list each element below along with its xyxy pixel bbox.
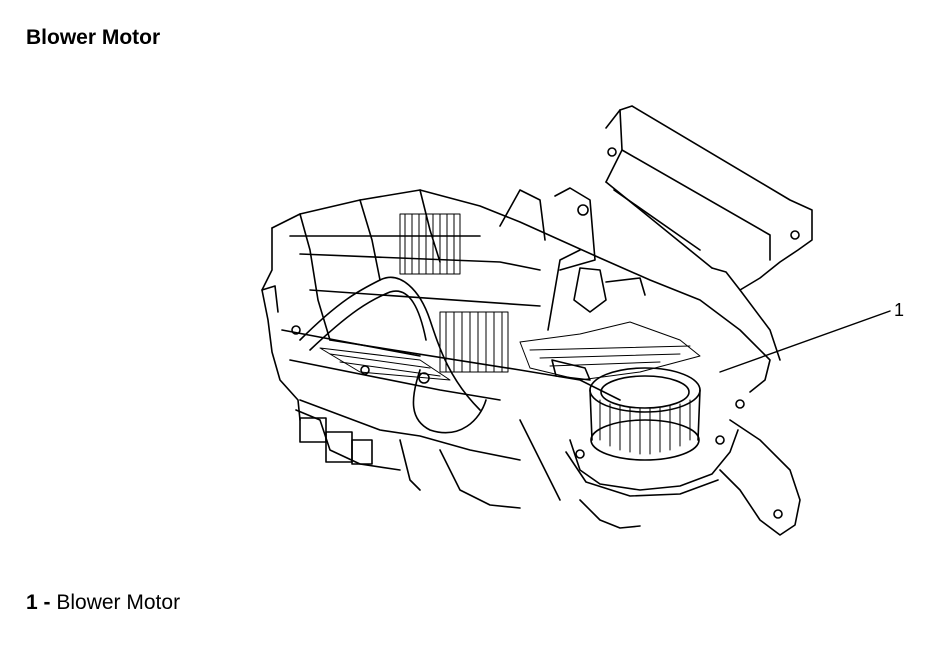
callout-leader-line (719, 310, 891, 373)
wiring-harness (261, 276, 487, 465)
callout-number-1: 1 (894, 300, 905, 320)
main-housing (261, 189, 771, 529)
page-title: Blower Motor (26, 26, 161, 49)
actuator-linkage (499, 187, 646, 381)
blower-motor (565, 367, 801, 536)
legend-item: 1 - Blower Motor (26, 591, 180, 615)
heater-core (319, 213, 701, 381)
duct-flange (605, 105, 813, 361)
legend-item-label: Blower Motor (56, 591, 181, 614)
legend-item-number: 1 - (26, 591, 51, 614)
